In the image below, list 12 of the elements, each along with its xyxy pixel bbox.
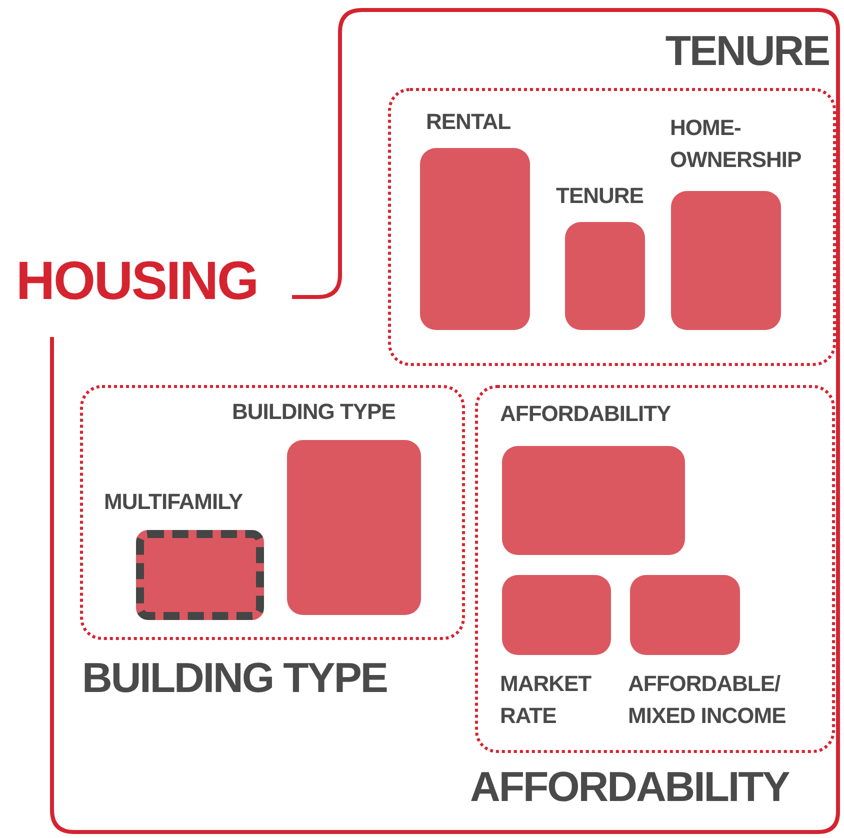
block-label: TENURE (556, 182, 644, 210)
section-heading: AFFORDABILITY (470, 764, 790, 810)
block-label: AFFORDABILITY (500, 400, 672, 428)
block-label: AFFORDABLE/ MIXED INCOME (628, 670, 787, 730)
section-heading: TENURE (664, 28, 829, 74)
title-heading: HOUSING (16, 252, 259, 312)
block-label: MULTIFAMILY (104, 488, 244, 516)
block-label: HOME- OWNERSHIP (670, 114, 802, 174)
block-label: BUILDING TYPE (232, 398, 396, 426)
block-label: MARKET RATE (500, 670, 592, 730)
section-heading: BUILDING TYPE (82, 655, 388, 702)
block-label: RENTAL (426, 108, 512, 136)
